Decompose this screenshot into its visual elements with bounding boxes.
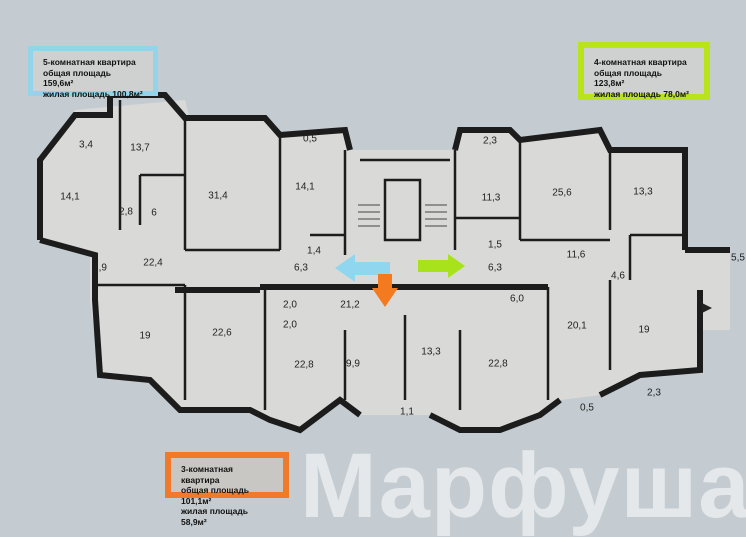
three-room-info-box: 3-комнатная квартира общая площадь 101,1… xyxy=(165,452,289,527)
room-area-label: 25,6 xyxy=(552,187,572,199)
three-room-title: 3-комнатная квартира xyxy=(181,464,233,485)
room-area-label: 11,6 xyxy=(566,249,586,261)
room-area-label: 13,7 xyxy=(130,142,150,154)
three-room-arrow xyxy=(372,274,398,307)
room-area-label: 1,9 xyxy=(93,262,107,274)
room-area-label: 6 xyxy=(151,207,157,219)
five-room-living-area: жилая площадь 100,8м² xyxy=(43,88,143,99)
room-area-label: 2,3 xyxy=(483,135,497,147)
four-room-arrow xyxy=(418,254,465,278)
room-area-label: 1,4 xyxy=(307,245,321,257)
exit-arrow-icon xyxy=(702,303,712,313)
room-area-label: 5,5 xyxy=(731,252,745,264)
partitions xyxy=(95,100,685,410)
room-area-label: 9,9 xyxy=(346,358,360,370)
room-area-label: 22,8 xyxy=(294,359,314,371)
four-room-living-area: жилая площадь 78,0м² xyxy=(594,88,689,99)
watermark: Марфуша xyxy=(300,435,746,537)
room-area-label: 13,3 xyxy=(633,186,653,198)
room-area-label: 1,5 xyxy=(488,239,502,251)
five-room-total-area: общая площадь 159,6м² xyxy=(43,67,112,89)
room-area-label: 3,4 xyxy=(79,139,93,151)
room-area-label: 14,1 xyxy=(60,191,80,203)
room-area-label: 19 xyxy=(139,330,151,342)
room-area-label: 20,1 xyxy=(567,320,587,332)
four-room-total-area: общая площадь 123,8м² xyxy=(594,67,663,89)
room-area-label: 21,2 xyxy=(340,299,360,311)
stair-steps xyxy=(358,204,447,227)
five-room-arrow xyxy=(335,254,390,282)
room-area-label: 2,3 xyxy=(647,387,661,399)
room-area-label: 22,6 xyxy=(212,327,232,339)
three-room-total-area: общая площадь 101,1м² xyxy=(181,485,250,506)
room-area-label: 22,4 xyxy=(143,257,163,269)
four-room-title: 4-комнатная квартира xyxy=(594,57,687,67)
room-area-label: 0,5 xyxy=(580,402,594,414)
room-area-label: 2,8 xyxy=(119,206,133,218)
room-area-label: 6,0 xyxy=(510,293,524,305)
room-area-label: 13,3 xyxy=(421,346,441,358)
room-area-label: 4,6 xyxy=(611,270,625,282)
room-area-label: 31,4 xyxy=(208,190,228,202)
walls xyxy=(37,92,730,434)
room-area-label: 6,3 xyxy=(488,262,502,274)
room-area-label: 6,3 xyxy=(294,262,308,274)
room-area-label: 22,8 xyxy=(488,358,508,370)
room-area-label: 11,3 xyxy=(481,192,501,204)
five-room-title: 5-комнатная квартира xyxy=(43,57,136,67)
room-area-label: 0,5 xyxy=(303,133,317,145)
room-area-label: 2,0 xyxy=(283,319,297,331)
room-area-label: 14,1 xyxy=(295,181,315,193)
room-area-label: 2,0 xyxy=(283,299,297,311)
four-room-info-box: 4-комнатная квартира общая площадь 123,8… xyxy=(578,42,710,100)
three-room-living-area: жилая площадь 58,9м² xyxy=(181,506,248,527)
five-room-info-box: 5-комнатная квартира общая площадь 159,6… xyxy=(28,46,158,99)
room-area-label: 19 xyxy=(638,324,650,336)
room-area-label: 1,1 xyxy=(400,406,414,418)
